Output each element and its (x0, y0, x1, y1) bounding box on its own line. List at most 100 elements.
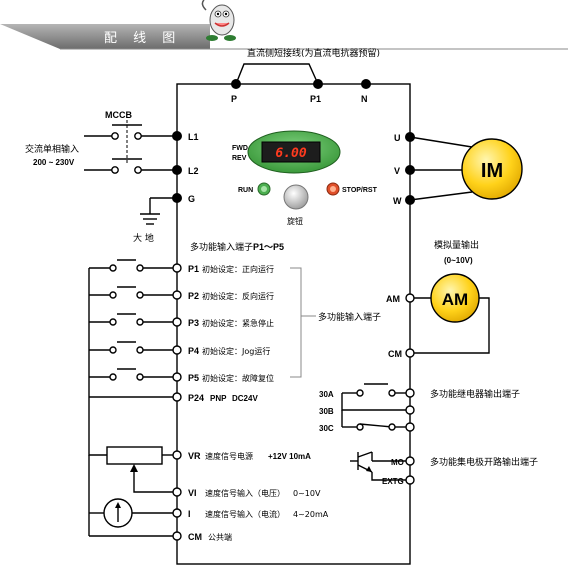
vr-desc: 速度信号电源 (205, 451, 253, 461)
terminal-am[interactable] (405, 293, 415, 303)
mccb-label: MCCB (105, 110, 132, 120)
terminal-30c[interactable] (405, 422, 415, 432)
terminal-l2[interactable] (172, 165, 182, 175)
terminal-l2-label: L2 (188, 166, 199, 176)
terminal-p5-desc: 初始设定：故障复位 (202, 373, 274, 383)
terminal-p[interactable] (231, 79, 241, 89)
terminal-p2-label: P2 (188, 291, 199, 301)
terminal-g[interactable] (172, 193, 182, 203)
terminal-extg[interactable] (405, 475, 415, 485)
potentiometer-icon (106, 446, 163, 465)
terminal-p-label: P (231, 94, 237, 104)
dc24v-label: DC24V (232, 394, 258, 403)
terminal-i-label: I (188, 509, 191, 519)
terminal-vr[interactable] (172, 450, 182, 460)
terminal-p24-label: P24 (188, 393, 204, 403)
i-value: 4~20mA (293, 510, 329, 519)
terminal-p3-desc: 初始设定：紧急停止 (202, 318, 274, 328)
terminal-30a[interactable] (405, 388, 415, 398)
terminal-cm[interactable] (172, 531, 182, 541)
terminal-p2[interactable] (172, 290, 182, 300)
terminal-v-label: V (394, 166, 400, 176)
display-screen (261, 141, 321, 163)
cm-desc: 公共端 (208, 532, 232, 542)
stop-label: STOP/RST (342, 187, 378, 194)
ground-label: 大 地 (133, 232, 154, 244)
power-input: MCCB 交流单相输入 200 ~ 230V 大 地 L1 L2 G (25, 110, 199, 244)
speed-inputs: VR 速度信号电源 +12V 10mA VI 速度信号输入（电压） 0~10V … (88, 397, 329, 542)
dial-knob[interactable] (283, 184, 309, 210)
analog-output: 模拟量输出 (0~10V) AM AM CM (386, 239, 490, 359)
motor-label: IM (481, 160, 503, 182)
terminal-p1[interactable] (172, 263, 182, 273)
vi-value: 0~10V (293, 489, 321, 498)
terminal-u-label: U (394, 133, 401, 143)
terminal-p4[interactable] (172, 345, 182, 355)
multi-input-header: 多功能输入端子P1～P5 (190, 241, 284, 253)
vi-desc: 速度信号输入（电压） (205, 488, 285, 498)
multi-input-group-label: 多功能输入端子 (318, 311, 381, 323)
knob-label: 旋钮 (287, 216, 303, 226)
dc-link-note: 直流侧短接线(为直流电抗器预留) (247, 47, 380, 59)
terminal-p5-label: P5 (188, 373, 199, 383)
terminal-30a-label: 30A (319, 390, 334, 399)
open-collector-output: MO EXTG 多功能集电极开路输出端子 (350, 451, 538, 486)
motor-icon (461, 138, 523, 200)
terminal-vi-label: VI (188, 488, 197, 498)
analog-output-range: (0~10V) (444, 256, 473, 265)
terminal-30b-label: 30B (319, 407, 334, 416)
terminal-n[interactable] (361, 79, 371, 89)
pnp-label: PNP (210, 394, 227, 403)
terminal-p4-desc: 初始设定：Jog运行 (202, 346, 270, 356)
i-desc: 速度信号输入（电流） (205, 509, 285, 519)
terminal-cm-out[interactable] (405, 348, 415, 358)
dc-terminals: P P1 N (231, 63, 371, 104)
analog-meter-label: AM (442, 290, 468, 309)
terminal-p3-label: P3 (188, 318, 199, 328)
vr-value: +12V 10mA (268, 452, 311, 461)
terminal-cm-label: CM (188, 532, 202, 542)
page-title: 配 线 图 (104, 31, 181, 46)
relay-output: 30A 30B 30C 多功能继电器输出端子 (319, 383, 520, 433)
terminal-mo-label: MO (391, 458, 404, 467)
terminal-p1-desc: 初始设定：正向运行 (202, 264, 274, 274)
terminal-p5[interactable] (172, 372, 182, 382)
fwd-label: FWD (232, 145, 248, 152)
terminal-p24[interactable] (172, 392, 182, 402)
display-value: 6.00 (275, 146, 306, 161)
header-bar (0, 24, 210, 49)
terminal-p4-label: P4 (188, 346, 199, 356)
run-label: RUN (238, 187, 253, 194)
terminal-p2-desc: 初始设定：反向运行 (202, 291, 274, 301)
terminal-p3[interactable] (172, 317, 182, 327)
multi-input-section: 多功能输入端子P1～P5 P24 PNP DC24V 多功能输入端子 (88, 241, 381, 403)
open-collector-label: 多功能集电极开路输出端子 (430, 456, 538, 468)
mascot-icon (201, 0, 236, 41)
terminal-vr-label: VR (188, 451, 201, 461)
header: 配 线 图 (0, 0, 568, 50)
terminal-vi[interactable] (172, 487, 182, 497)
terminal-w-label: W (393, 196, 402, 206)
terminal-cm-out-label: CM (388, 349, 402, 359)
terminal-mo[interactable] (405, 456, 415, 466)
terminal-p1-label: P1 (310, 94, 321, 104)
rev-label: REV (232, 155, 247, 162)
terminal-l1[interactable] (172, 131, 182, 141)
terminal-am-label: AM (386, 294, 400, 304)
terminal-p1-label: P1 (188, 264, 199, 274)
terminal-n-label: N (361, 94, 368, 104)
input-voltage: 200 ~ 230V (33, 158, 75, 167)
terminal-i[interactable] (172, 508, 182, 518)
motor-output: U V W IM (393, 132, 523, 206)
input-label: 交流单相输入 (25, 143, 79, 155)
terminal-g-label: G (188, 194, 195, 204)
terminal-30b[interactable] (405, 405, 415, 415)
terminal-p1[interactable] (313, 79, 323, 89)
